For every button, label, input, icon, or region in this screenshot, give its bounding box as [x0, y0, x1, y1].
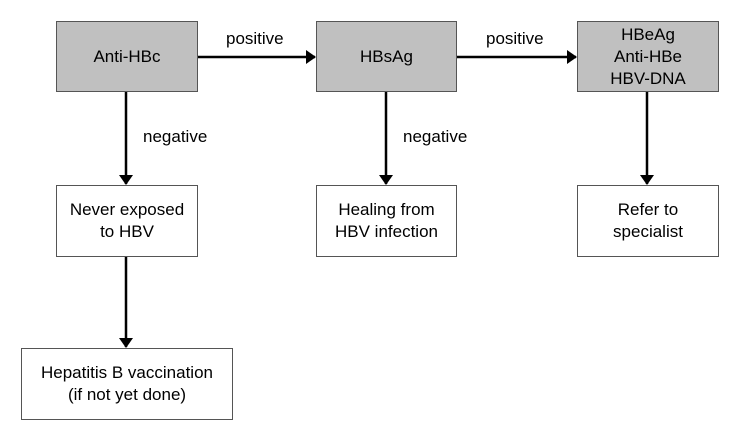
node-never-exposed-line-2: to HBV [100, 222, 154, 241]
node-healing: Healing from HBV infection [316, 185, 457, 257]
node-refer-line-1: Refer to [617, 200, 679, 219]
node-never-exposed: Never exposed to HBV [56, 185, 198, 257]
node-healing-line-1: Healing from [338, 200, 435, 219]
node-hbeag-group-line-1: HBeAg [621, 24, 675, 44]
node-anti-hbc-line-1: Anti-HBc [93, 46, 161, 66]
node-hbsag-line-1: HBsAg [360, 46, 413, 66]
edge-label-antihbc-never: negative [143, 127, 208, 146]
node-hbeag-group-line-2: Anti-HBe [613, 46, 683, 66]
edge-label-hbsag-hbeag: positive [486, 29, 544, 48]
node-hbeag-group: HBeAg Anti-HBe HBV-DNA [577, 21, 719, 92]
node-hbsag: HBsAg [316, 21, 457, 92]
node-hbeag-group-line-3: HBV-DNA [610, 68, 686, 88]
node-vaccination-line-1: Hepatitis B vaccination [41, 363, 213, 382]
edge-label-antihbc-hbsag: positive [226, 29, 284, 48]
edge-label-hbsag-healing: negative [403, 127, 468, 146]
node-refer-line-2: specialist [613, 222, 683, 241]
node-healing-line-2: HBV infection [335, 222, 438, 241]
node-vaccination: Hepatitis B vaccination (if not yet done… [21, 348, 233, 420]
node-vaccination-line-2: (if not yet done) [67, 385, 187, 404]
node-never-exposed-line-1: Never exposed [69, 200, 185, 219]
node-anti-hbc: Anti-HBc [56, 21, 198, 92]
node-refer: Refer to specialist [577, 185, 719, 257]
